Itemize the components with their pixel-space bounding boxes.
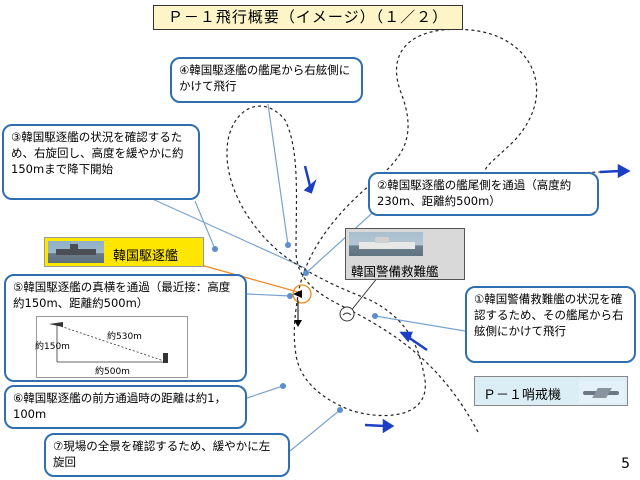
callout-1: ①韓国警備救難艦の状況を確認するため、その艦尾から右舷側にかけて飛行	[465, 286, 636, 363]
page-title: Ｐ－１飛行概要（イメージ）（１／２）	[153, 5, 463, 30]
callout-6: ⑥韓国駆逐艦の前方通過時の距離は約1，100m	[4, 385, 247, 429]
route-arrow-icon	[303, 163, 631, 434]
flight-route	[226, 28, 601, 433]
callout-4: ④韓国駆逐艦の艦尾から右舷側にかけて飛行	[170, 57, 363, 103]
callout-5-text: ⑤韓国駆逐艦の真横を通過（最近接：高度約150m、距離約500m）	[13, 280, 231, 310]
callout-3: ③韓国駆逐艦の状況を確認するため、右旋回し、高度を緩やかに約150mまで降下開始	[2, 124, 200, 200]
mini-slant-label: 約530m	[107, 332, 142, 342]
mini-dist-label: 約500m	[95, 367, 130, 377]
rescue-ship-label: 韓国警備救難艦	[351, 264, 439, 279]
leader-lines	[147, 103, 466, 452]
p1-position-icon	[293, 290, 302, 298]
p1-label: Ｐ－１哨戒機	[483, 388, 562, 403]
callout-2: ②韓国駆逐艦の艦尾側を通過（高度約230m、距離約500m）	[368, 172, 599, 216]
p1-label-box: Ｐ－１哨戒機	[474, 376, 628, 406]
destroyer-label: 韓国駆逐艦	[113, 249, 179, 264]
rescue-ship-marker	[339, 306, 355, 322]
rescue-ship-photo	[349, 232, 423, 256]
callout-1-text: ①韓国警備救難艦の状況を確認するため、その艦尾から右舷側にかけて飛行	[474, 292, 624, 338]
mini-alt-label: 約150m	[35, 342, 70, 352]
rescue-ship-label-box: 韓国警備救難艦	[345, 228, 465, 280]
destroyer-label-box: 韓国駆逐艦	[44, 237, 204, 267]
callout-7-text: ⑦現場の全景を確認するため、緩やかに左旋回	[53, 439, 271, 469]
callout-7: ⑦現場の全景を確認するため、緩やかに左旋回	[44, 433, 290, 477]
page-number: 5	[621, 456, 630, 472]
callout-3-text: ③韓国駆逐艦の状況を確認するため、右旋回し、高度を緩やかに約150mまで降下開始	[11, 130, 184, 176]
callout-4-text: ④韓国駆逐艦の艦尾から右舷側にかけて飛行	[179, 63, 351, 93]
callout-5: ⑤韓国駆逐艦の真横を通過（最近接：高度約150m、距離約500m） 約150m …	[4, 274, 247, 382]
altitude-mini-diagram: 約150m 約530m 約500m	[35, 316, 188, 378]
callout-6-text: ⑥韓国駆逐艦の前方通過時の距離は約1，100m	[13, 391, 227, 421]
waypoints	[212, 242, 378, 413]
callout-2-text: ②韓国駆逐艦の艦尾側を通過（高度約230m、距離約500m）	[377, 178, 572, 208]
p1-aircraft-photo	[579, 381, 625, 403]
destroyer-photo	[48, 241, 104, 263]
